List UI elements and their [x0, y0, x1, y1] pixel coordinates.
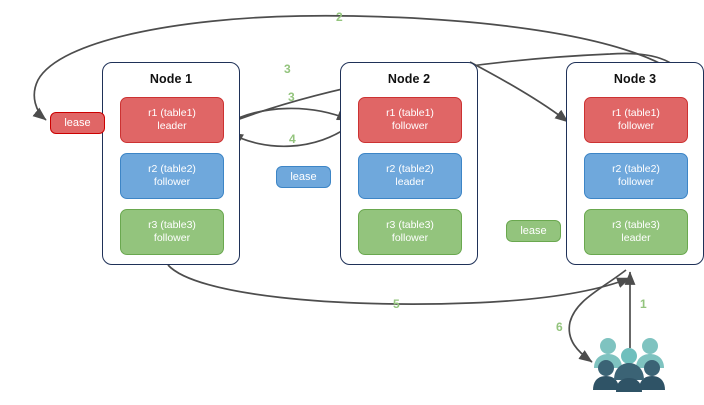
node-title-node2: Node 2 — [387, 72, 431, 86]
replica-role: follower — [617, 176, 655, 188]
arrow-step-6 — [568, 269, 627, 363]
lease-badge-r1[interactable]: lease — [50, 112, 105, 134]
edge-label-step-3b: 3 — [288, 90, 295, 104]
edge-label-step-4: 4 — [289, 132, 296, 146]
replica-node3-r2[interactable]: r2 (table2) follower — [584, 153, 688, 199]
replica-name: r3 (table3) — [612, 219, 660, 231]
replica-role: follower — [617, 120, 655, 132]
replica-node2-r3[interactable]: r3 (table3) follower — [358, 209, 462, 255]
node-box-node3[interactable]: Node 3 r1 (table1) follower r2 (table2) … — [566, 62, 704, 265]
node-title-node1: Node 1 — [149, 72, 193, 86]
node-box-node2[interactable]: Node 2 r1 (table1) follower r2 (table2) … — [340, 62, 478, 265]
replica-node1-r2[interactable]: r2 (table2) follower — [120, 153, 224, 199]
replica-role: follower — [391, 120, 429, 132]
arrow-step-3-to-node2 — [225, 107, 351, 125]
replica-role: follower — [153, 176, 191, 188]
replica-name: r2 (table2) — [612, 163, 660, 175]
edge-label-step-6: 6 — [556, 320, 563, 334]
lease-label: lease — [64, 117, 91, 129]
replica-node3-r3[interactable]: r3 (table3) leader — [584, 209, 688, 255]
replica-name: r1 (table1) — [386, 107, 434, 119]
lease-label: lease — [290, 171, 317, 183]
user-front-right — [639, 360, 665, 390]
user-front-center — [614, 363, 644, 392]
replica-role: leader — [157, 120, 187, 132]
edge-label-step-5: 5 — [393, 297, 400, 311]
arrow-step-5 — [167, 264, 631, 305]
lease-label: lease — [520, 225, 547, 237]
replica-role: follower — [153, 232, 191, 244]
replica-name: r2 (table2) — [148, 163, 196, 175]
replica-node1-r3[interactable]: r3 (table3) follower — [120, 209, 224, 255]
edge-label-step-1: 1 — [640, 297, 647, 311]
node-box-node1[interactable]: Node 1 r1 (table1) leader r2 (table2) fo… — [102, 62, 240, 265]
arrow-step-3-to-node3 — [225, 52, 673, 125]
node-title-node3: Node 3 — [613, 72, 657, 86]
lease-badge-r2[interactable]: lease — [276, 166, 331, 188]
arrow-step-3-node3-head — [469, 61, 569, 123]
arrow-step-2 — [32, 14, 673, 121]
user-front-left — [593, 360, 619, 390]
arrow-step-4-to-node1 — [229, 123, 353, 148]
replica-role: leader — [395, 176, 425, 188]
replica-name: r1 (table1) — [148, 107, 196, 119]
lease-badge-r3[interactable]: lease — [506, 220, 561, 242]
edge-label-step-2: 2 — [336, 10, 343, 24]
replica-node2-r1[interactable]: r1 (table1) follower — [358, 97, 462, 143]
replica-name: r1 (table1) — [612, 107, 660, 119]
replica-node1-r1[interactable]: r1 (table1) leader — [120, 97, 224, 143]
replica-node3-r1[interactable]: r1 (table1) follower — [584, 97, 688, 143]
replica-name: r2 (table2) — [386, 163, 434, 175]
edge-label-step-3a: 3 — [284, 62, 291, 76]
replica-name: r3 (table3) — [148, 219, 196, 231]
users-icon[interactable] — [592, 336, 668, 392]
replica-node2-r2[interactable]: r2 (table2) leader — [358, 153, 462, 199]
replica-role: follower — [391, 232, 429, 244]
replica-name: r3 (table3) — [386, 219, 434, 231]
replica-role: leader — [621, 232, 651, 244]
user-mid-center — [621, 348, 637, 364]
